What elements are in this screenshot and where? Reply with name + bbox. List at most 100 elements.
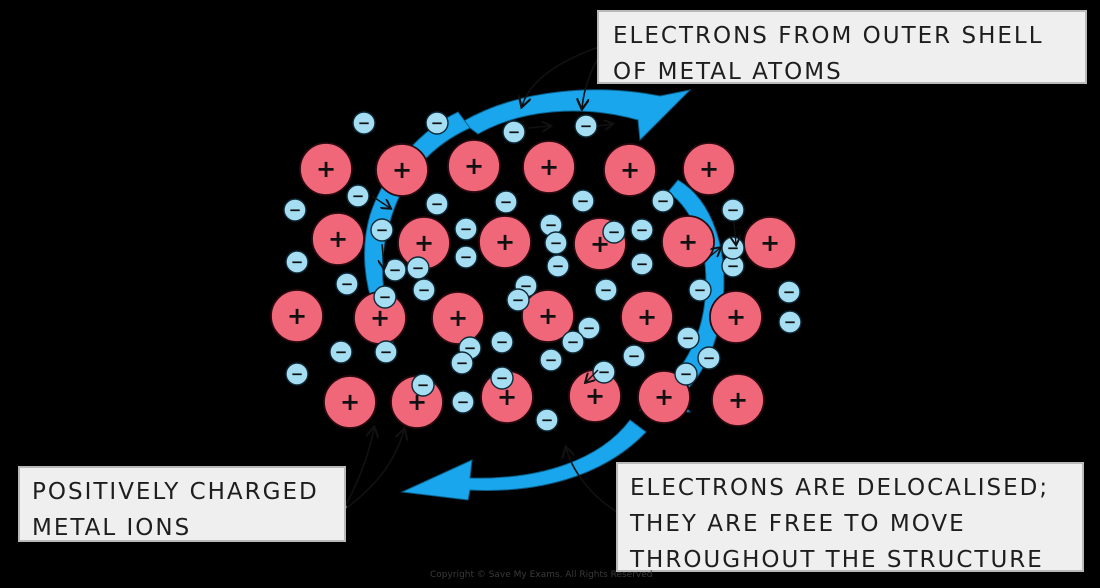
electron-circle [688, 278, 712, 302]
electron: − [329, 340, 353, 364]
electron-motion-arrows [371, 124, 736, 382]
ion-circle [431, 291, 485, 345]
pointer-outer-shell [522, 45, 603, 106]
motion-arrow [382, 243, 384, 268]
electron: − [506, 288, 530, 312]
electron: − [544, 231, 568, 255]
electron-circle [697, 346, 721, 370]
ion-circle [270, 289, 324, 343]
electron: − [594, 278, 618, 302]
flow-arrow-bottom [400, 419, 647, 501]
electron: − [630, 252, 654, 276]
motion-arrow [527, 126, 550, 128]
metal-ion: + [682, 142, 736, 196]
ion-circle [522, 140, 576, 194]
electron: − [602, 220, 626, 244]
electron-circle [571, 189, 595, 213]
ion-circle [478, 215, 532, 269]
electron-circle [285, 362, 309, 386]
label-line: THROUGHOUT THE STRUCTURE [630, 547, 1044, 573]
ion-circle [620, 290, 674, 344]
electron-circle [539, 348, 563, 372]
electron: − [285, 362, 309, 386]
electron-circle [454, 245, 478, 269]
electron-circle [373, 285, 397, 309]
electron-circle [490, 330, 514, 354]
ion-circle [311, 212, 365, 266]
electron: − [383, 258, 407, 282]
metal-ion: + [478, 215, 532, 269]
ion-circle [661, 215, 715, 269]
electron-circle [412, 278, 436, 302]
metal-ion: + [711, 373, 765, 427]
electron: − [373, 285, 397, 309]
electron: − [539, 348, 563, 372]
electron: − [777, 280, 801, 304]
label-line: ELECTRONS ARE DELOCALISED; [630, 475, 1050, 501]
label-line: THEY ARE FREE TO MOVE [630, 511, 966, 537]
ion-circle [711, 373, 765, 427]
ion-circle [709, 290, 763, 344]
electron-circle [490, 366, 514, 390]
metal-ion: + [375, 143, 429, 197]
metal-ion: + [270, 289, 324, 343]
electron-circle [630, 252, 654, 276]
electron: − [335, 272, 359, 296]
electron: − [546, 254, 570, 278]
electron-circle [425, 111, 449, 135]
label-line: METAL IONS [32, 515, 192, 541]
copyright-notice: Copyright © Save My Exams. All Rights Re… [430, 570, 653, 580]
electron: − [721, 236, 745, 260]
electron: − [535, 408, 559, 432]
electron: − [490, 366, 514, 390]
metal-ion: + [447, 139, 501, 193]
electron: − [425, 192, 449, 216]
electron-circle [535, 408, 559, 432]
motion-arrow [707, 248, 720, 259]
electron-circle [622, 344, 646, 368]
electron-circle [778, 310, 802, 334]
electron-circle [592, 360, 616, 384]
electron-circle [494, 190, 518, 214]
electron-circle [574, 114, 598, 138]
metal-ion: + [603, 143, 657, 197]
ion-circle [375, 143, 429, 197]
electron-circle [630, 218, 654, 242]
electron-circle [370, 218, 394, 242]
label-delocalised-electrons: ELECTRONS ARE DELOCALISED; THEY ARE FREE… [616, 462, 1084, 573]
electron-circle [406, 256, 430, 280]
electron-circle [425, 192, 449, 216]
metal-ion: + [299, 142, 353, 196]
metal-ion: + [431, 291, 485, 345]
electron-circle [721, 198, 745, 222]
ion-circle [447, 139, 501, 193]
electron: − [674, 362, 698, 386]
electron: − [721, 198, 745, 222]
pointer-ions [343, 428, 374, 509]
label-electrons-outer-shell: ELECTRONS FROM OUTER SHELL OF METAL ATOM… [597, 10, 1087, 85]
electron: − [630, 218, 654, 242]
metal-ion: + [323, 375, 377, 429]
electron: − [406, 256, 430, 280]
electron-circle [450, 351, 474, 375]
electron-circle [721, 236, 745, 260]
metal-ion: + [620, 290, 674, 344]
flow-arrow-top [461, 89, 692, 142]
electron-circle [561, 330, 585, 354]
label-line: ELECTRONS FROM OUTER SHELL [613, 23, 1044, 49]
pointer-ions-2 [343, 430, 404, 511]
electron-circle [577, 316, 601, 340]
ion-circle [637, 370, 691, 424]
electron: − [574, 114, 598, 138]
electron-circle [506, 288, 530, 312]
ion-circle [743, 216, 797, 270]
electron: − [561, 330, 585, 354]
motion-arrow [597, 124, 612, 126]
electron-circle [283, 198, 307, 222]
electron: − [285, 250, 309, 274]
electron-circle [777, 280, 801, 304]
label-line: OF METAL ATOMS [613, 59, 843, 85]
metal-ion: + [522, 140, 576, 194]
motion-arrow [371, 195, 390, 208]
electron: − [454, 217, 478, 241]
